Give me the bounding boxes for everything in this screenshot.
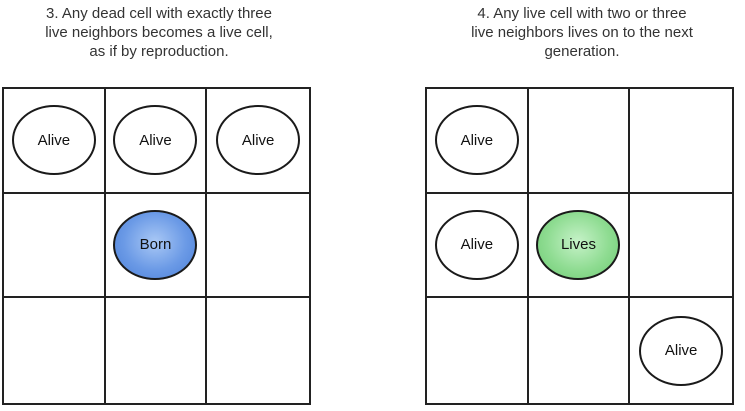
grid-cell: Alive <box>4 89 106 194</box>
cell-circle: Alive <box>434 209 519 280</box>
grid-cell <box>207 194 309 299</box>
grid-cell: Lives <box>528 193 631 299</box>
cell-circle: Alive <box>113 105 198 176</box>
caption-line: live neighbors becomes a live cell, <box>45 24 273 41</box>
rule-3-caption: 3. Any dead cell with exactly three live… <box>0 4 348 61</box>
grid-cell: Alive <box>427 193 529 299</box>
grid-cell <box>207 298 309 403</box>
rule-3-grid: Alive Alive Alive Born <box>2 87 311 405</box>
caption-line: 4. Any live cell with two or three <box>477 5 687 22</box>
grid-cell <box>106 298 208 403</box>
cell-circle: Born <box>113 209 198 280</box>
cell-circle: Alive <box>434 105 519 176</box>
grid-cell: Alive <box>105 89 208 194</box>
caption-line: as if by reproduction. <box>89 43 229 60</box>
grid-cell: Alive <box>207 89 309 194</box>
cell-circle: Alive <box>11 105 96 176</box>
cell-circle: Alive <box>216 105 301 176</box>
rule-4-caption: 4. Any live cell with two or three live … <box>393 4 745 61</box>
grid-cell <box>529 298 631 403</box>
grid-cell <box>4 298 106 403</box>
grid-cell <box>630 89 732 194</box>
grid-cell <box>427 298 529 403</box>
cell-circle: Alive <box>639 315 724 386</box>
grid-cell: Born <box>105 193 208 299</box>
rule-4-grid: Alive Alive Lives Alive <box>425 87 734 405</box>
grid-cell <box>630 194 732 299</box>
grid-cell: Alive <box>630 298 732 403</box>
cell-circle: Lives <box>536 209 621 280</box>
grid-cell <box>4 193 106 299</box>
caption-line: live neighbors lives on to the next <box>471 24 693 41</box>
caption-line: 3. Any dead cell with exactly three <box>46 5 272 22</box>
grid-cell: Alive <box>427 89 529 194</box>
grid-cell <box>528 89 631 194</box>
caption-line: generation. <box>544 43 620 60</box>
